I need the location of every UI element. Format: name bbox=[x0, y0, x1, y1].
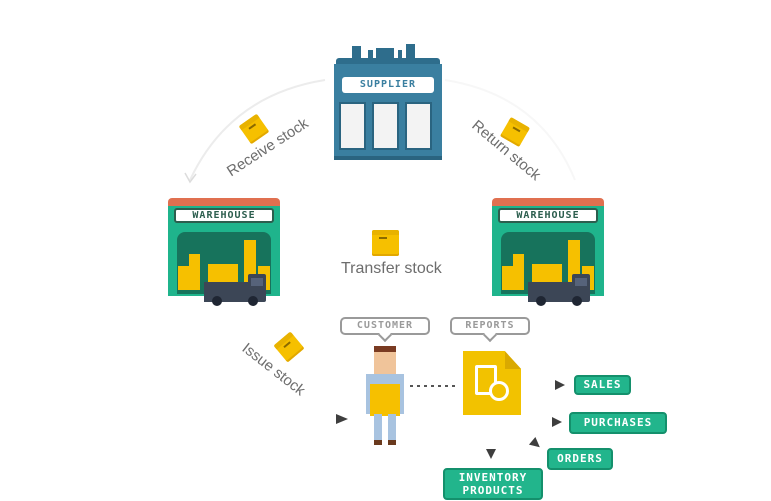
purchases-arrow-icon bbox=[552, 417, 562, 427]
purchases-badge[interactable]: PURCHASES bbox=[569, 412, 667, 434]
inventory-products-badge[interactable]: INVENTORY PRODUCTS bbox=[443, 468, 543, 500]
supplier-sign: SUPPLIER bbox=[342, 77, 434, 93]
truck-icon bbox=[204, 274, 266, 306]
supplier-door bbox=[339, 102, 366, 150]
customer-figure bbox=[366, 346, 406, 446]
inventory-arrow-icon bbox=[486, 449, 496, 459]
supplier-door bbox=[372, 102, 399, 150]
truck-icon bbox=[528, 274, 590, 306]
warehouse-right: WAREHOUSE bbox=[492, 198, 604, 308]
customer-speech-bubble: CUSTOMER bbox=[340, 317, 430, 335]
transfer-stock-label: Transfer stock bbox=[341, 260, 442, 277]
warehouse-sign: WAREHOUSE bbox=[174, 208, 274, 223]
receive-arrowhead bbox=[184, 172, 197, 184]
transfer-box-icon bbox=[372, 230, 399, 256]
supplier-building: SUPPLIER bbox=[334, 42, 442, 160]
supplier-door bbox=[405, 102, 432, 150]
receive-arc bbox=[189, 79, 326, 181]
warehouse-sign: WAREHOUSE bbox=[498, 208, 598, 223]
return-arc bbox=[444, 79, 576, 181]
sales-arrow-icon bbox=[555, 380, 565, 390]
report-document-icon bbox=[463, 351, 521, 415]
reports-speech-bubble: REPORTS bbox=[450, 317, 530, 335]
sales-badge[interactable]: SALES bbox=[574, 375, 631, 395]
warehouse-left: WAREHOUSE bbox=[168, 198, 280, 308]
orders-badge[interactable]: ORDERS bbox=[547, 448, 613, 470]
issue-arrow-icon bbox=[336, 414, 348, 424]
